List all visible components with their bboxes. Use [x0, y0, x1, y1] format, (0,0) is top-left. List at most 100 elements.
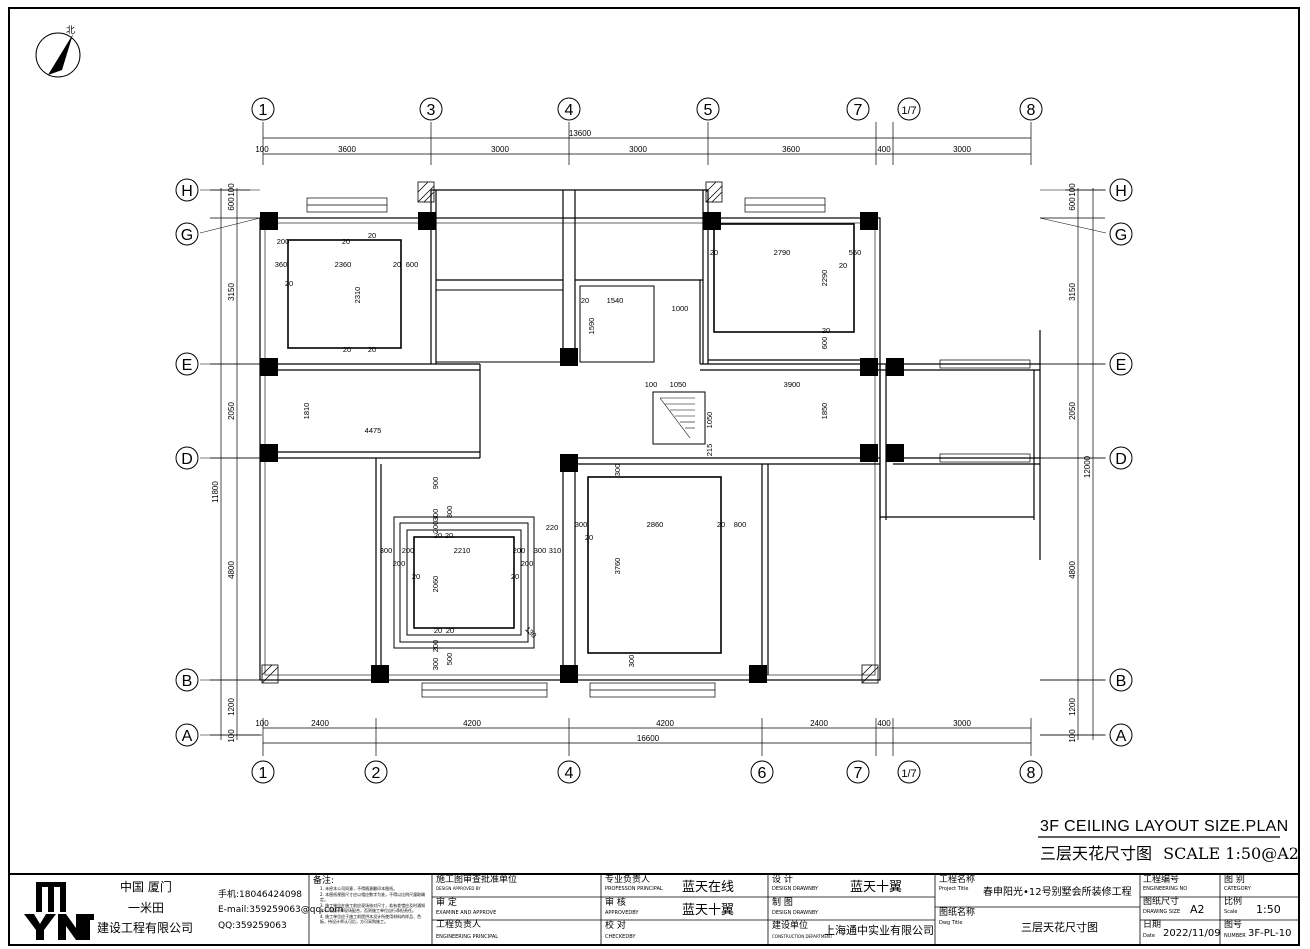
grid-left-label: E	[182, 357, 193, 374]
approved-value: 蓝天十翼	[682, 903, 735, 918]
dim-right-total: 12000	[1083, 455, 1092, 478]
grid-bubble	[364, 760, 388, 784]
dim-bottom-seg: 2400	[810, 719, 828, 728]
grid-bubble	[1109, 446, 1133, 470]
inner-dim: 500	[445, 653, 454, 666]
scale-value: 1:50	[1256, 903, 1281, 916]
inner-dim: 310	[549, 546, 562, 555]
grid-axes	[199, 189, 1107, 736]
date-en: Date	[1143, 933, 1155, 939]
drawing-label: 图纸名称	[939, 908, 976, 918]
grid-bubble	[175, 723, 199, 747]
examine-en: EXAMINE AND APPROVE	[436, 910, 497, 916]
grid-left-label: B	[182, 673, 193, 690]
grid-bubble	[1109, 178, 1133, 202]
project-label: 工程名称	[939, 875, 976, 885]
grid-bubble	[897, 760, 921, 784]
inner-dim: 300	[627, 655, 636, 668]
dim-right-seg: 3150	[1068, 283, 1077, 301]
inner-dim: 20	[285, 279, 293, 288]
grid-bubble	[750, 760, 774, 784]
inner-dim: 200	[431, 521, 440, 534]
drawn-label: 制 图	[772, 898, 793, 908]
date-value: 2022/11/09	[1163, 928, 1221, 939]
scale-en: Scale	[1224, 909, 1238, 915]
approved-en: APPROVEDBY	[605, 910, 639, 916]
grid-top-label: 7	[854, 102, 863, 119]
left-dimensions	[210, 188, 262, 740]
windows	[306, 197, 1031, 698]
inner-dim: 2310	[353, 287, 362, 304]
inner-dim: 200	[277, 237, 290, 246]
grid-bubble	[846, 97, 870, 121]
drawing-label-en: Dwg Title	[939, 920, 963, 926]
grid-bottom-label: 1	[259, 765, 268, 782]
inner-dim: 300	[380, 546, 393, 555]
dim-right-seg: 2050	[1068, 402, 1077, 420]
right-dimensions	[1040, 188, 1105, 740]
note-item: 3. 施工单位在施工前应现场核对尺寸，若有差错应及时通知本公司设计师现场配合，否…	[320, 902, 426, 914]
professional-value: 蓝天在线	[682, 880, 735, 895]
inner-dim: 2790	[774, 248, 791, 257]
dim-right-seg: 4800	[1068, 561, 1077, 579]
grid-bottom-label: 7	[854, 765, 863, 782]
inner-dim: 2290	[820, 270, 829, 287]
inner-dim: 20	[511, 572, 519, 581]
dim-top-seg: 3600	[782, 145, 800, 154]
grid-right-label: H	[1115, 183, 1127, 200]
inner-dim: 2060	[431, 576, 440, 593]
inner-dim: 300	[431, 509, 440, 522]
grid-bubble	[175, 222, 199, 246]
company-city: 中国 厦门	[120, 880, 172, 894]
inner-dim: 3760	[613, 558, 622, 575]
dim-bottom-seg: 3000	[953, 719, 971, 728]
grid-bubble	[696, 97, 720, 121]
grid-right-label: A	[1116, 728, 1127, 745]
dim-top-seg: 3000	[491, 145, 509, 154]
dim-top-seg: 3000	[629, 145, 647, 154]
grid-top-label: 3	[427, 102, 436, 119]
drawn-en: DESIGN DRAWNBY	[772, 910, 819, 916]
inner-dim: 20	[445, 531, 453, 540]
note-item: 4. 施工单位应于施工前提供本设计所使用材料的样品、色板，待设计师认可后，方可采…	[320, 913, 422, 925]
grid-bubble	[557, 760, 581, 784]
grid-bottom-label: 6	[758, 765, 767, 782]
company-logo	[24, 882, 94, 940]
grid-left-label: H	[181, 183, 193, 200]
inner-dim: 200	[431, 640, 440, 653]
unit-en: CONSTRUCTION DEPARTMENT	[772, 934, 833, 939]
approved-label: 审 核	[605, 898, 626, 908]
grid-bubble	[1019, 97, 1043, 121]
dim-left-seg: 4800	[227, 561, 236, 579]
engineer-label: 工程负责人	[436, 920, 482, 930]
inner-dim: 20	[368, 231, 376, 240]
inner-dim: 600	[406, 260, 419, 269]
inner-dim: 2860	[647, 520, 664, 529]
grid-right-label: D	[1115, 451, 1127, 468]
grid-bubble	[175, 446, 199, 470]
inner-dim: 220	[546, 523, 559, 532]
grid-bubble	[846, 760, 870, 784]
dim-left-total: 11800	[211, 481, 220, 503]
dim-top-seg: 3600	[338, 145, 356, 154]
grid-bubble	[897, 97, 921, 121]
grid-left-label: G	[181, 227, 193, 244]
company-name: 一米田	[128, 901, 165, 915]
north-arrow-icon: 北	[35, 25, 81, 78]
inner-dim: 130	[523, 625, 538, 640]
inner-dim: 20	[434, 531, 442, 540]
top-dimensions	[262, 122, 1032, 165]
grid-top-label: 8	[1027, 102, 1036, 119]
note-item: 1. 未经本公司同意，不得随意翻印本图纸。	[320, 886, 398, 891]
approval-header: 施工图审查批准单位	[436, 875, 518, 885]
inner-dim: 20	[581, 296, 589, 305]
dim-left-seg: 1200	[227, 698, 236, 716]
inner-dim: 1000	[672, 304, 689, 313]
dim-left-seg: 100	[227, 729, 236, 743]
drawing-title-en: 3F CEILING LAYOUT SIZE.PLAN	[1040, 818, 1289, 835]
scale-label: 比例	[1224, 897, 1243, 907]
inner-dim: 200	[402, 546, 415, 555]
dim-top-seg: 3000	[953, 145, 971, 154]
engineer-en: ENGINEERING PRINCIPAL	[436, 934, 499, 940]
professional-label: 专业负责人	[605, 875, 651, 885]
